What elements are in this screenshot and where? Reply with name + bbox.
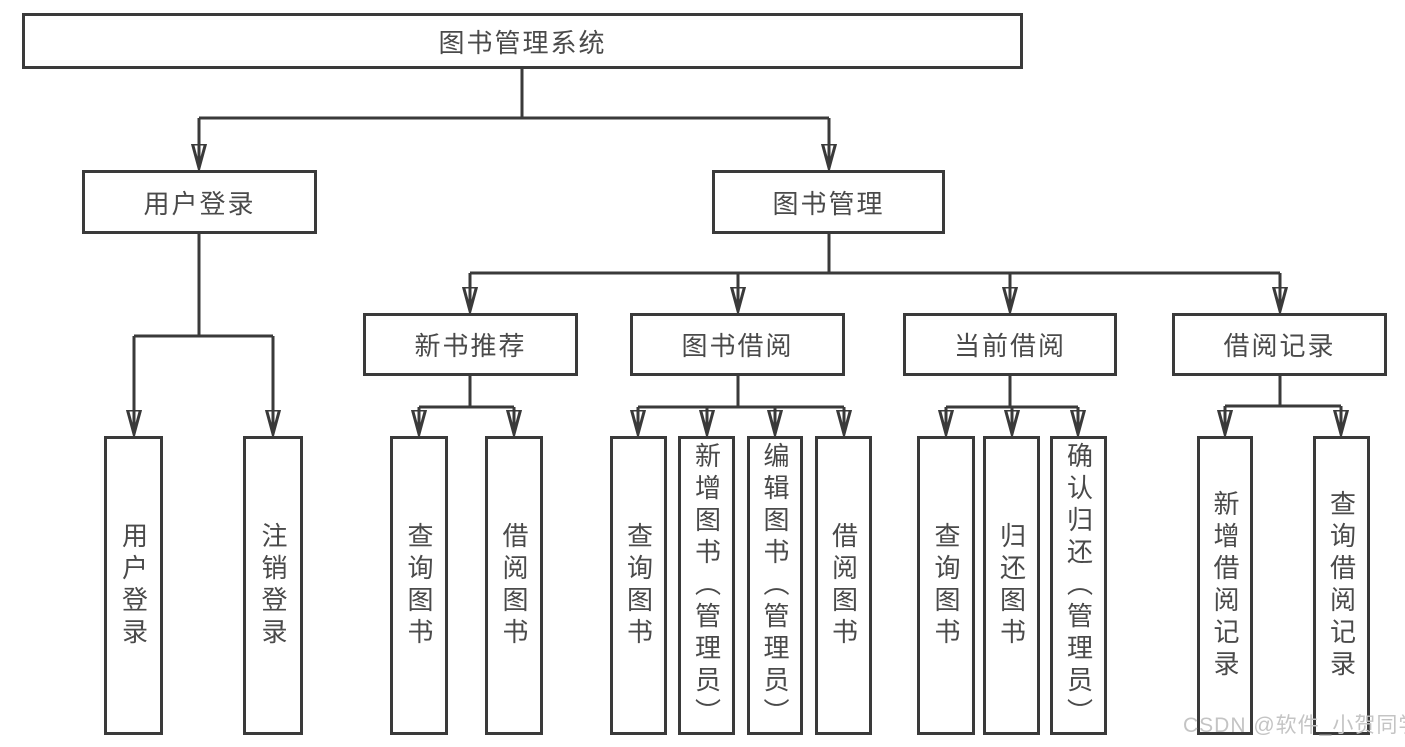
leaf-cb-return-book: 归还图书 [983,436,1040,735]
leaf-bb-edit-book-admin: 编辑图书（管理员） [747,436,803,735]
leaf-cb-confirm-return-admin: 确认归还（管理员） [1050,436,1107,735]
node-user-login-label: 用户登录 [143,188,256,219]
leaf-bb-query-book-label: 查询图书 [623,521,654,650]
leaf-rec-query-book: 查询图书 [390,436,448,735]
leaf-rec-query-book-label: 查询图书 [404,521,434,650]
leaf-user-login-label: 用户登录 [118,521,149,650]
node-book-mgmt-label: 图书管理 [772,188,885,219]
node-current-borrow: 当前借阅 [903,313,1117,376]
wire-current-borrow-tee [946,376,1078,409]
leaf-br-add-record: 新增借阅记录 [1197,436,1253,735]
node-new-book-rec: 新书推荐 [363,313,578,376]
leaf-bb-borrow-book: 借阅图书 [815,436,872,735]
wire-user-login-tee [134,234,273,338]
node-borrow-records: 借阅记录 [1172,313,1387,376]
csdn-watermark: CSDN @软件_小贺同学 [1183,714,1405,737]
leaf-bb-edit-book-admin-label: 编辑图书（管理员） [760,441,790,730]
node-book-borrow-label: 图书借阅 [681,331,794,361]
wire-book-borrow-tee [638,376,844,409]
leaf-logout: 注销登录 [243,436,303,735]
leaf-cb-query-book-label: 查询图书 [931,521,961,650]
leaf-cb-query-book: 查询图书 [917,436,975,735]
leaf-bb-add-book-admin: 新增图书（管理员） [678,436,735,735]
wire-new-book-rec-tee [419,376,514,409]
leaf-bb-borrow-book-label: 借阅图书 [828,521,859,650]
leaf-cb-return-book-label: 归还图书 [996,521,1027,650]
leaf-bb-query-book: 查询图书 [610,436,667,735]
node-new-book-rec-label: 新书推荐 [414,331,527,361]
leaf-br-add-record-label: 新增借阅记录 [1210,489,1240,682]
leaf-br-query-record: 查询借阅记录 [1313,436,1370,735]
leaf-cb-confirm-return-admin-label: 确认归还（管理员） [1063,441,1094,730]
node-current-borrow-label: 当前借阅 [953,331,1066,361]
leaf-user-login: 用户登录 [104,436,163,735]
node-borrow-records-label: 借阅记录 [1223,331,1336,361]
leaf-rec-borrow-book: 借阅图书 [485,436,543,735]
node-book-borrow: 图书借阅 [630,313,845,376]
wire-book-mgmt-tee [470,234,1280,275]
wire-borrow-records-tee [1225,376,1341,408]
wire-root-tee [199,69,829,120]
node-user-login: 用户登录 [82,170,317,234]
node-book-mgmt: 图书管理 [712,170,945,234]
leaf-br-query-record-label: 查询借阅记录 [1326,489,1357,682]
node-root-label: 图书管理系统 [438,27,607,58]
leaf-rec-borrow-book-label: 借阅图书 [499,521,529,650]
leaf-bb-add-book-admin-label: 新增图书（管理员） [691,441,722,730]
node-root: 图书管理系统 [22,13,1023,69]
leaf-logout-label: 注销登录 [258,521,288,650]
